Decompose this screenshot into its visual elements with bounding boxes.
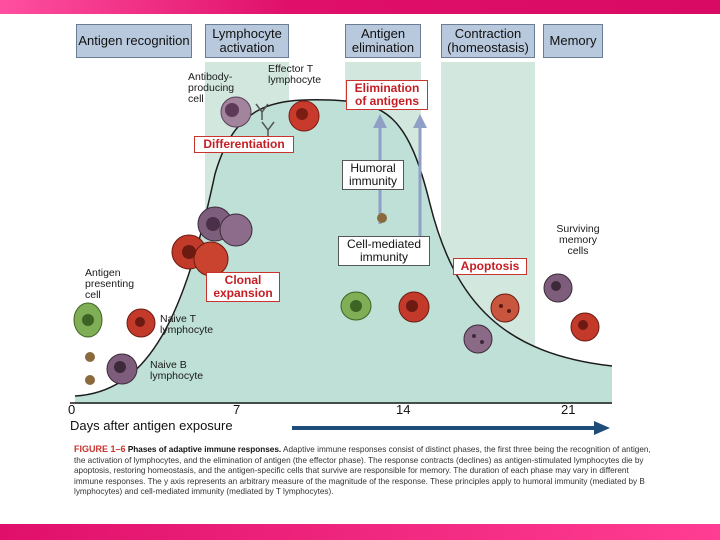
phase-header-recognition: Antigen recognition: [76, 24, 192, 58]
naive-t-cell: [126, 308, 156, 338]
label-surviving-memory: Surviving memory cells: [556, 223, 600, 257]
cell-mediated-apc: [340, 291, 372, 321]
memory-cells: [543, 273, 600, 342]
cell-mediated-arrow-head: [413, 114, 427, 128]
antibody-y-1: [255, 103, 269, 120]
antigen-particles: [85, 213, 387, 385]
cell-mediated-t-cell: [398, 291, 430, 323]
caption-figure-label: FIGURE 1–6: [74, 444, 126, 454]
phase-header-activation: Lymphocyte activation: [205, 24, 289, 58]
response-curve: [74, 98, 613, 397]
naive-b-cell: [106, 353, 138, 385]
axis-tick-0: 0: [68, 402, 76, 417]
axis-title: Days after antigen exposure: [70, 418, 233, 433]
label-clonal-expansion: Clonal expansion: [206, 272, 280, 302]
apoptotic-cells: [463, 293, 520, 354]
antibody-producing-cell: [220, 96, 252, 128]
label-differentiation: Differentiation: [194, 136, 294, 153]
figure: Antigen recognition Lymphocyte activatio…: [0, 14, 720, 524]
bottom-accent-bar: [0, 524, 720, 540]
label-effector-t: Effector T lymphocyte: [268, 63, 322, 86]
label-naive-b: Naive B lymphocyte: [150, 359, 204, 382]
label-elimination: Elimination of antigens: [346, 80, 428, 110]
top-accent-bar: [0, 0, 720, 14]
phase-header-elimination: Antigen elimination: [345, 24, 421, 58]
phase-header-memory: Memory: [543, 24, 603, 58]
caption-text: Adaptive immune responses consist of dis…: [74, 445, 651, 497]
apc-cell: [73, 302, 103, 338]
axis-tick-7: 7: [233, 402, 241, 417]
caption-title: Phases of adaptive immune responses.: [127, 445, 282, 454]
axis-tick-21: 21: [561, 402, 576, 417]
clonal-expansion-cells: [171, 206, 253, 277]
label-apc: Antigen presenting cell: [85, 267, 135, 301]
label-antibody-cell: Antibody-producing cell: [188, 71, 235, 105]
label-cell-mediated: Cell-mediated immunity: [338, 236, 430, 266]
figure-caption: FIGURE 1–6 Phases of adaptive immune res…: [74, 444, 654, 498]
axis-tick-14: 14: [396, 402, 411, 417]
time-arrow-head: [594, 421, 610, 435]
label-humoral: Humoral immunity: [342, 160, 404, 190]
label-apoptosis: Apoptosis: [453, 258, 527, 275]
humoral-arrow-head: [373, 114, 387, 128]
effector-t-cell: [288, 100, 320, 132]
label-naive-t: Naive T lymphocyte: [160, 313, 214, 336]
phase-header-contraction: Contraction (homeostasis): [441, 24, 535, 58]
